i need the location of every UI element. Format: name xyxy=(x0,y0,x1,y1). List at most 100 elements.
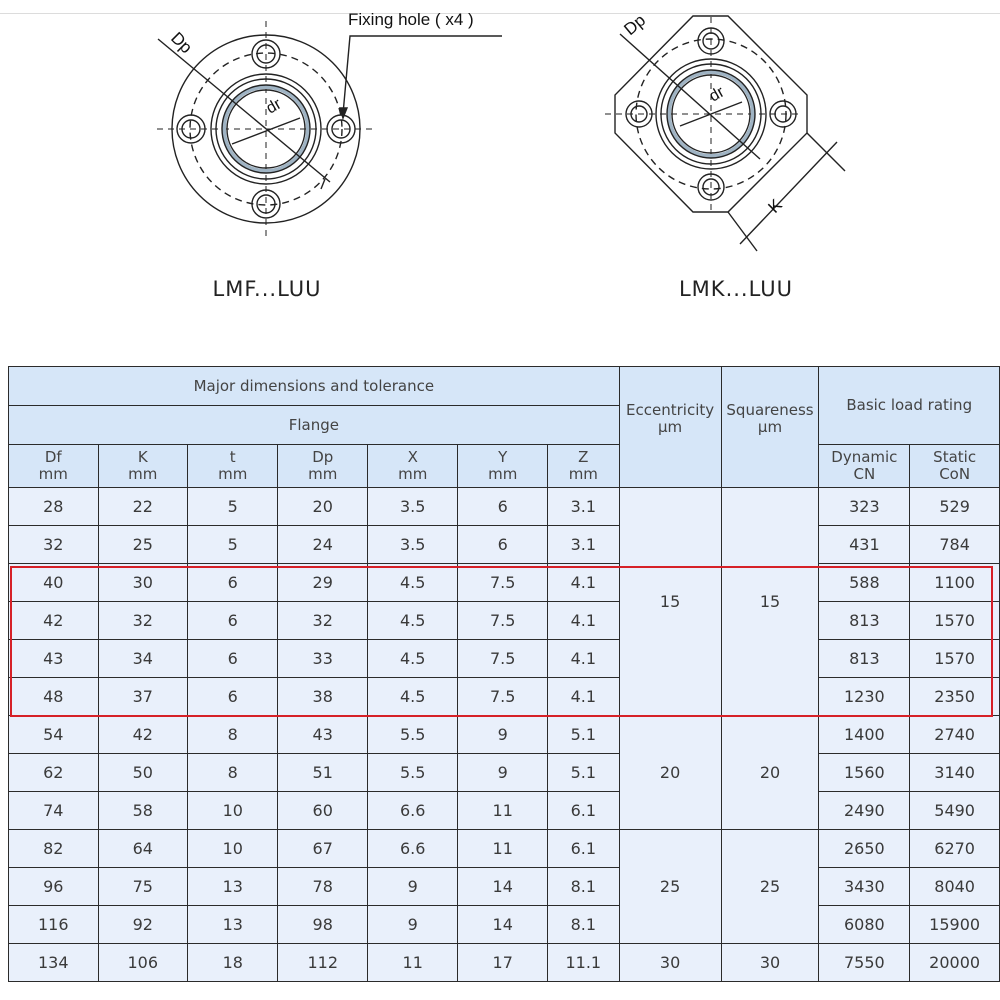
table-row: 96 75 13 78 9 14 8.1 3430 8040 xyxy=(8,867,1000,906)
cell-z: 5.1 xyxy=(546,715,620,754)
cell-y: 6 xyxy=(457,487,548,526)
table-row: 116 92 13 98 9 14 8.1 6080 15900 xyxy=(8,905,1000,944)
cell-static: 1100 xyxy=(909,563,1000,602)
cell-z: 5.1 xyxy=(546,753,620,792)
header-major-dimensions: Major dimensions and tolerance xyxy=(8,366,620,406)
table-row: 48 37 6 38 4.5 7.5 4.1 1230 2350 xyxy=(8,677,1000,716)
cell-y: 7.5 xyxy=(457,563,548,602)
cell-dynamic: 323 xyxy=(818,487,911,526)
cell-k: 34 xyxy=(97,639,188,678)
cell-t: 6 xyxy=(186,639,279,678)
cell-dynamic: 7550 xyxy=(818,943,911,982)
cell-y: 7.5 xyxy=(457,639,548,678)
table-row: 28 22 5 20 3.5 6 3.1 15 15 323 529 xyxy=(8,487,1000,716)
cell-k: 42 xyxy=(97,715,188,754)
cell-z: 8.1 xyxy=(546,867,620,906)
cell-df: 134 xyxy=(8,943,99,982)
cell-y: 17 xyxy=(457,943,548,982)
cell-squareness: 15 xyxy=(720,487,820,716)
cell-dp: 98 xyxy=(277,905,368,944)
cell-y: 9 xyxy=(457,753,548,792)
cell-z: 11.1 xyxy=(546,943,620,982)
cell-dynamic: 1230 xyxy=(818,677,911,716)
cell-static: 20000 xyxy=(909,943,1000,982)
cell-z: 4.1 xyxy=(546,639,620,678)
cell-dp: 60 xyxy=(277,791,368,830)
cell-x: 4.5 xyxy=(366,563,459,602)
cell-df: 62 xyxy=(8,753,99,792)
cell-dynamic: 2650 xyxy=(818,829,911,868)
cell-x: 4.5 xyxy=(366,639,459,678)
cell-y: 14 xyxy=(457,905,548,944)
cell-t: 8 xyxy=(186,715,279,754)
cell-df: 116 xyxy=(8,905,99,944)
cell-df: 43 xyxy=(8,639,99,678)
cell-k: 58 xyxy=(97,791,188,830)
fixing-hole-callout: Fixing hole ( x4 ) xyxy=(348,10,474,29)
cell-k: 64 xyxy=(97,829,188,868)
cell-eccentricity: 15 xyxy=(618,487,722,716)
cell-z: 4.1 xyxy=(546,563,620,602)
cell-dp: 29 xyxy=(277,563,368,602)
cell-k: 92 xyxy=(97,905,188,944)
cell-t: 18 xyxy=(186,943,279,982)
cell-k: 22 xyxy=(97,487,188,526)
cell-y: 11 xyxy=(457,791,548,830)
cell-df: 74 xyxy=(8,791,99,830)
table-row: 54 42 8 43 5.5 9 5.1 20 20 1400 2740 xyxy=(8,715,1000,830)
cell-t: 10 xyxy=(186,829,279,868)
cell-eccentricity: 30 xyxy=(618,943,722,982)
cell-z: 3.1 xyxy=(546,525,620,564)
cell-dynamic: 431 xyxy=(818,525,911,564)
spec-table: Major dimensions and tolerance Eccentric… xyxy=(8,366,1000,982)
cell-z: 4.1 xyxy=(546,601,620,640)
cell-static: 2740 xyxy=(909,715,1000,754)
cell-k: 106 xyxy=(97,943,188,982)
cell-static: 1570 xyxy=(909,639,1000,678)
cell-static: 3140 xyxy=(909,753,1000,792)
cell-z: 6.1 xyxy=(546,791,620,830)
header-eccentricity: Eccentricity µm xyxy=(618,366,722,488)
cell-k: 30 xyxy=(97,563,188,602)
cell-y: 9 xyxy=(457,715,548,754)
cell-eccentricity: 25 xyxy=(618,829,722,944)
cell-dp: 20 xyxy=(277,487,368,526)
cell-k: 75 xyxy=(97,867,188,906)
cell-dp: 38 xyxy=(277,677,368,716)
cell-x: 6.6 xyxy=(366,791,459,830)
cell-dp: 78 xyxy=(277,867,368,906)
cell-squareness: 30 xyxy=(720,943,820,982)
table-row: 74 58 10 60 6.6 11 6.1 2490 5490 xyxy=(8,791,1000,830)
header-basic-load-rating: Basic load rating xyxy=(818,366,1000,445)
cell-z: 8.1 xyxy=(546,905,620,944)
cell-k: 37 xyxy=(97,677,188,716)
cell-dynamic: 2490 xyxy=(818,791,911,830)
cell-static: 2350 xyxy=(909,677,1000,716)
cell-static: 784 xyxy=(909,525,1000,564)
cell-dp: 51 xyxy=(277,753,368,792)
cell-t: 10 xyxy=(186,791,279,830)
cell-x: 4.5 xyxy=(366,601,459,640)
cell-df: 96 xyxy=(8,867,99,906)
cell-t: 6 xyxy=(186,601,279,640)
cell-t: 6 xyxy=(186,677,279,716)
cell-x: 5.5 xyxy=(366,715,459,754)
cell-y: 14 xyxy=(457,867,548,906)
cell-dp: 43 xyxy=(277,715,368,754)
cell-dp: 32 xyxy=(277,601,368,640)
cell-squareness: 25 xyxy=(720,829,820,944)
cell-dp: 67 xyxy=(277,829,368,868)
cell-x: 5.5 xyxy=(366,753,459,792)
cell-z: 3.1 xyxy=(546,487,620,526)
cell-df: 54 xyxy=(8,715,99,754)
cell-z: 4.1 xyxy=(546,677,620,716)
dp-dim-label: Dp xyxy=(620,14,649,39)
cell-static: 1570 xyxy=(909,601,1000,640)
cell-x: 3.5 xyxy=(366,525,459,564)
cell-t: 5 xyxy=(186,525,279,564)
table-row: 32 25 5 24 3.5 6 3.1 431 784 xyxy=(8,525,1000,564)
